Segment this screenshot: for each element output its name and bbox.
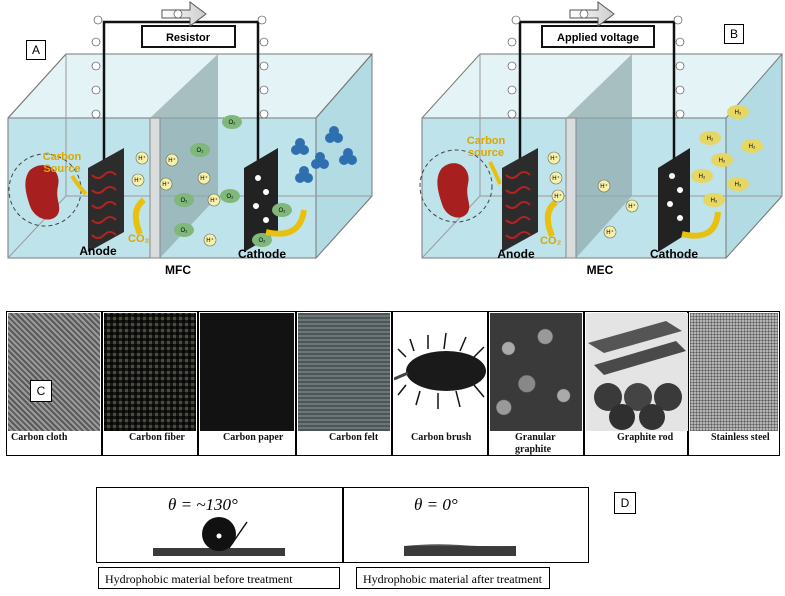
- mfc-cathode-label: Cathode: [238, 247, 286, 261]
- electron-flow-arrow: [161, 1, 207, 27]
- mec-protons: H⁺ H⁺ H⁺ H⁺ H⁺ H⁺: [547, 151, 639, 239]
- droplet-icon: [153, 517, 285, 556]
- mfc-electrons: [91, 9, 269, 119]
- cathode-return-arrow: [265, 209, 307, 237]
- svg-text:O₂: O₂: [279, 208, 287, 214]
- mfc-cathode: [244, 148, 278, 252]
- svg-text:H⁺: H⁺: [552, 175, 560, 182]
- svg-text:H₂: H₂: [749, 144, 756, 150]
- panel-label-a: A: [26, 40, 46, 60]
- mec-carbon-source-label: Carbon: [467, 135, 506, 147]
- svg-text:H₂: H₂: [719, 158, 726, 164]
- before-treatment-caption: Hydrophobic material before treatment: [98, 567, 340, 589]
- material-carbon-cloth: Carbon cloth: [6, 311, 102, 456]
- graphite-rod-icon: [586, 313, 688, 431]
- water-molecules: [291, 126, 357, 183]
- microbe-icon: [25, 165, 60, 220]
- mfc-title: MFC: [165, 263, 191, 277]
- contact-angle-after: [343, 487, 589, 563]
- material-label: Carbon felt: [329, 432, 379, 443]
- svg-text:H⁺: H⁺: [162, 181, 170, 188]
- mfc-diagram: Resistor Carbon Source CO₂ H⁺ H⁺ H⁺ H⁺ H…: [7, 1, 373, 277]
- material-label: Carbon cloth: [11, 432, 68, 443]
- mec-co2-label: CO₂: [540, 235, 562, 247]
- mfc-anode-label: Anode: [79, 244, 117, 258]
- mfc-oxygen-molecules: O₂ O₂ O₂ O₂ O₂ O₂ O₂: [174, 115, 292, 247]
- svg-text:H⁺: H⁺: [550, 155, 558, 162]
- svg-text:H⁺: H⁺: [554, 193, 562, 200]
- material-granular-graphite: Granular graphite: [488, 311, 584, 456]
- svg-text:O₂: O₂: [197, 148, 205, 154]
- panel-label-b: B: [724, 24, 744, 44]
- svg-text:H⁺: H⁺: [600, 183, 608, 190]
- co2-arrow: [132, 197, 146, 236]
- svg-text:O₂: O₂: [229, 120, 237, 126]
- mec-diagram: Applied voltage Carbon source CO₂ H⁺ H⁺ …: [419, 1, 783, 277]
- mec-cathode: [658, 148, 690, 252]
- material-stainless-steel: Stainless steel: [688, 311, 780, 456]
- svg-text:H₂: H₂: [735, 110, 742, 116]
- mfc-membrane: [150, 54, 218, 258]
- svg-text:H₂: H₂: [711, 198, 718, 204]
- material-carbon-felt: Carbon felt: [296, 311, 392, 456]
- mec-hydrogen-molecules: H₂ H₂ H₂ H₂ H₂ H₂ H₂: [691, 105, 763, 207]
- svg-text:O₂: O₂: [227, 194, 235, 200]
- panel-label-d: D: [614, 492, 636, 514]
- material-carbon-fiber: Carbon fiber: [102, 311, 198, 456]
- material-label: Granular graphite: [515, 432, 556, 455]
- material-label: Carbon brush: [411, 432, 472, 443]
- mec-anode-label: Anode: [497, 247, 535, 261]
- material-label: Carbon fiber: [129, 432, 185, 443]
- resistor-box: [141, 25, 236, 48]
- mec-title: MEC: [587, 263, 614, 277]
- carbon-source-arrow: [70, 174, 88, 196]
- resistor-label: Resistor: [166, 32, 211, 44]
- svg-text:H₂: H₂: [707, 136, 714, 142]
- svg-text:O₂: O₂: [181, 198, 189, 204]
- brush-icon: [393, 332, 486, 409]
- svg-text:Source: Source: [43, 163, 80, 175]
- svg-text:H⁺: H⁺: [200, 175, 208, 182]
- mec-microbe-icon: [437, 163, 470, 218]
- material-label: Carbon paper: [223, 432, 284, 443]
- mec-electron-flow-arrow: [569, 1, 615, 27]
- svg-text:H₂: H₂: [735, 182, 742, 188]
- mfc-co2-label: CO₂: [128, 233, 150, 245]
- svg-text:H⁺: H⁺: [606, 229, 614, 236]
- mec-electrons: [507, 9, 685, 119]
- mfc-carbon-source-label: Carbon: [43, 151, 82, 163]
- after-contact-angle: θ = 0°: [414, 495, 458, 514]
- svg-text:H⁺: H⁺: [134, 177, 142, 184]
- svg-text:H⁺: H⁺: [168, 157, 176, 164]
- contact-angle-before: [96, 487, 343, 563]
- mec-cathode-label: Cathode: [650, 247, 698, 261]
- material-carbon-brush: Carbon brush: [392, 311, 488, 456]
- mec-membrane: [566, 54, 632, 258]
- svg-text:H⁺: H⁺: [138, 155, 146, 162]
- mec-circuit-wire: [518, 20, 676, 165]
- flat-surface-icon: [404, 544, 516, 556]
- svg-text:O₂: O₂: [259, 238, 267, 244]
- svg-text:H⁺: H⁺: [206, 237, 214, 244]
- material-carbon-paper: Carbon paper: [198, 311, 296, 456]
- before-contact-angle: θ = ~130°: [168, 495, 238, 514]
- mfc-protons: H⁺ H⁺ H⁺ H⁺ H⁺ H⁺ H⁺: [131, 151, 221, 247]
- svg-text:H₂: H₂: [699, 174, 706, 180]
- panel-label-c: C: [30, 380, 52, 402]
- svg-text:H⁺: H⁺: [210, 197, 218, 204]
- svg-text:O₂: O₂: [181, 228, 189, 234]
- material-label: Graphite rod: [617, 432, 674, 443]
- mfc-circuit-wire: [102, 20, 260, 165]
- svg-text:source: source: [468, 147, 504, 159]
- applied-voltage-label: Applied voltage: [557, 32, 639, 44]
- material-graphite-rod: Graphite rod: [584, 311, 688, 456]
- svg-text:H⁺: H⁺: [628, 203, 636, 210]
- after-treatment-caption: Hydrophobic material after treatment: [356, 567, 550, 589]
- material-label: Stainless steel: [711, 432, 770, 443]
